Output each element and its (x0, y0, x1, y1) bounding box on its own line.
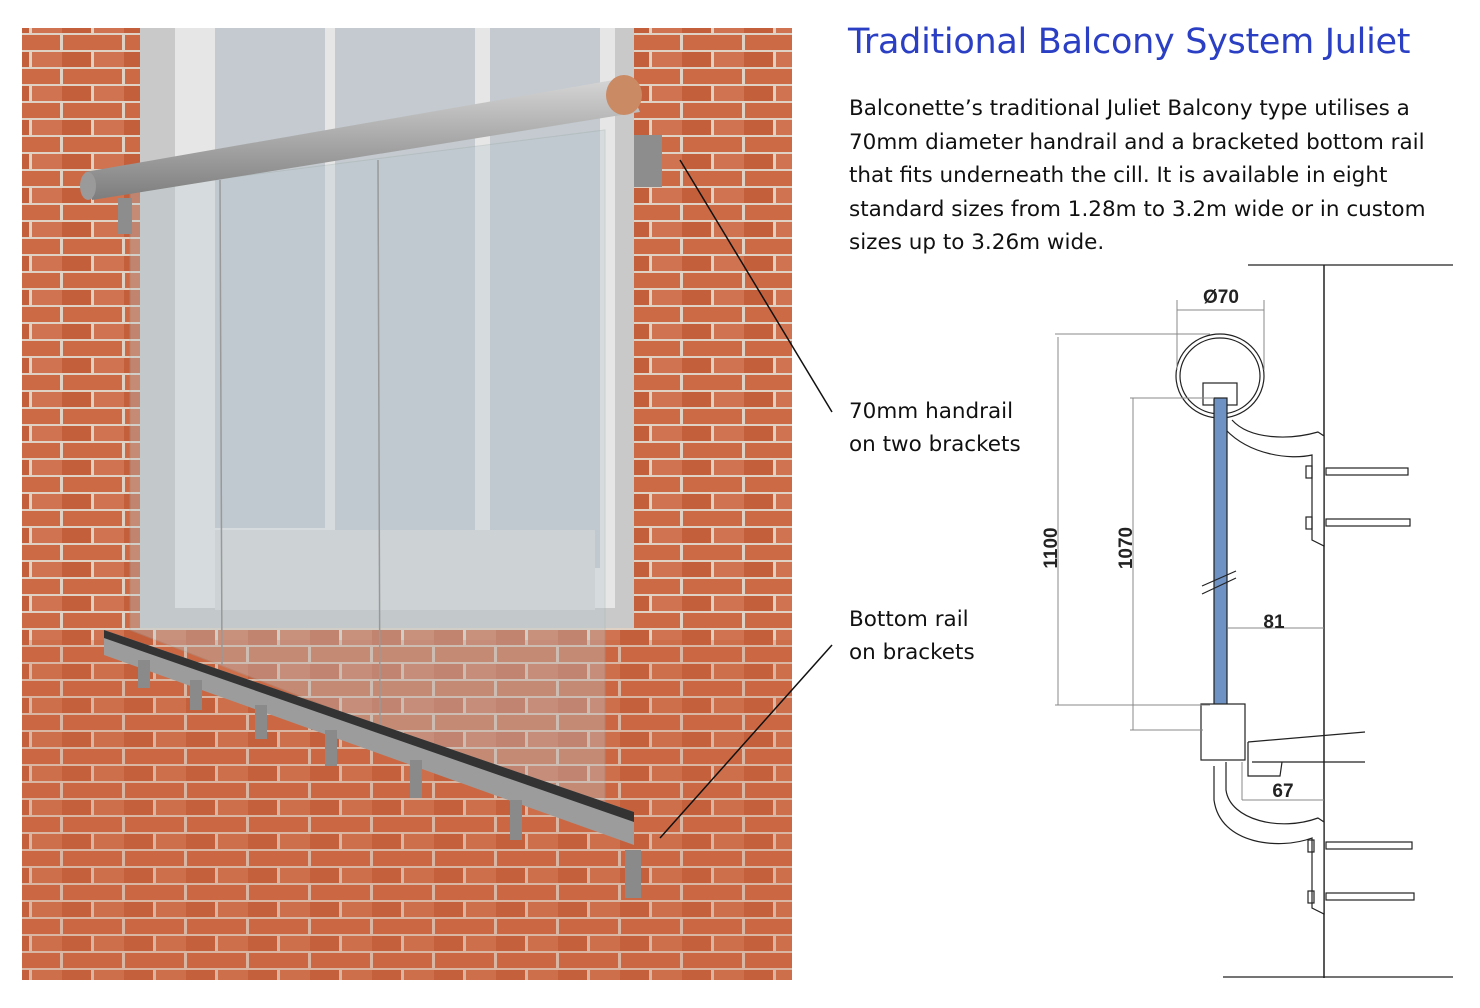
callout-line: 70mm handrail (849, 399, 1014, 424)
handrail-leader-line (679, 159, 833, 413)
callout-line: on brackets (849, 640, 975, 665)
handrail (80, 75, 662, 234)
bottom-rail-section (1200, 703, 1246, 761)
handrail-callout: 70mm handrail on two brackets (849, 395, 1021, 461)
bracket (118, 198, 132, 234)
bottom-rail-leader-line (659, 644, 833, 839)
lower-bracket (1213, 762, 1325, 915)
cill (1247, 731, 1366, 777)
bracket (634, 135, 662, 187)
handrail-diameter-label: Ø70 (1203, 287, 1239, 308)
glass-height-label: 1070 (1116, 527, 1137, 569)
glass-to-wall-label: 81 (1263, 612, 1285, 633)
glass-section (1213, 397, 1228, 711)
callout-line: Bottom rail (849, 607, 969, 632)
bottom-rail-callout: Bottom rail on brackets (849, 603, 975, 669)
bottom-rail (104, 630, 641, 898)
rail-to-wall-label: 67 (1272, 781, 1293, 802)
callout-line: on two brackets (849, 432, 1021, 457)
section-diagram (1055, 264, 1453, 978)
balcony-render (22, 28, 792, 980)
upper-bracket (1225, 419, 1325, 547)
total-height-label: 1100 (1041, 527, 1062, 568)
page-title: Traditional Balcony System Juliet (848, 22, 1411, 62)
product-description: Balconette’s traditional Juliet Balcony … (849, 96, 1426, 255)
